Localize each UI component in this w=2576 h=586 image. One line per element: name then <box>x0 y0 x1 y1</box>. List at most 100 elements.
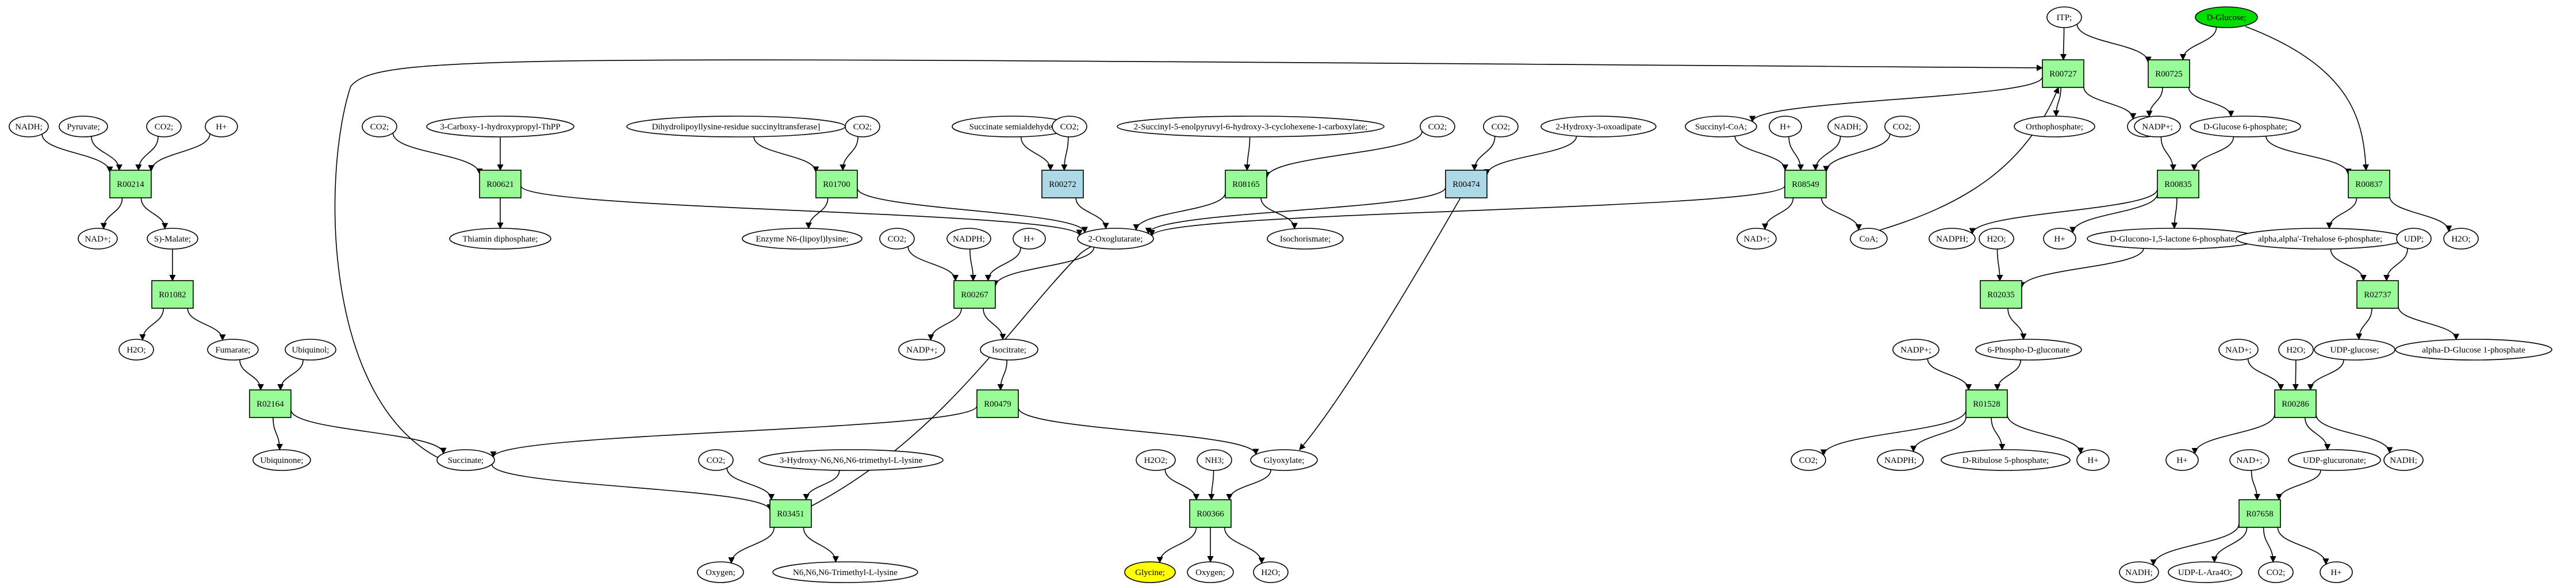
metabolite-node[interactable]: H+ <box>205 116 238 137</box>
metabolite-node[interactable]: D-Ribulose 5-phosphate; <box>1941 449 2071 471</box>
metabolite-node[interactable]: H+ <box>1013 228 1046 250</box>
metabolite-node[interactable]: ITP; <box>2046 6 2082 28</box>
metabolite-node[interactable]: UDP-L-Ara4O; <box>2168 561 2242 583</box>
reaction-node[interactable]: R00214 <box>109 170 152 198</box>
metabolite-node[interactable]: CO2; <box>1791 449 1826 471</box>
metabolite-node[interactable]: Pyruvate; <box>59 116 108 137</box>
metabolite-node[interactable]: NADPH; <box>946 228 991 250</box>
metabolite-node[interactable]: 2-Succinyl-5-enolpyruvyl-6-hydroxy-3-cyc… <box>1117 116 1385 137</box>
metabolite-node[interactable]: NADP+; <box>2134 116 2181 137</box>
metabolite-node[interactable]: UDP; <box>2396 228 2432 250</box>
reaction-node[interactable]: R00835 <box>2157 170 2199 198</box>
metabolite-node[interactable]: 6-Phospho-D-gluconate <box>1975 339 2082 361</box>
metabolite-node[interactable]: NADPH; <box>1929 228 1976 250</box>
metabolite-node[interactable]: 2-Hydroxy-3-oxoadipate <box>1540 116 1657 137</box>
reaction-node[interactable]: R00267 <box>953 280 996 309</box>
metabolite-node[interactable]: H2O; <box>2443 228 2479 250</box>
metabolite-node[interactable]: Glyoxylate; <box>1250 449 1318 471</box>
reaction-node[interactable]: R00286 <box>2274 389 2317 418</box>
metabolite-node[interactable]: NH3; <box>1197 449 1232 471</box>
metabolite-node[interactable]: alpha,alpha'-Trehalose 6-phosphate; <box>2236 228 2405 250</box>
metabolite-node[interactable]: H2O2; <box>1136 449 1176 471</box>
metabolite-node[interactable]: Succinyl-CoA; <box>1685 116 1757 137</box>
metabolite-node[interactable]: H+ <box>2320 561 2353 583</box>
metabolite-node[interactable]: CoA; <box>1850 228 1888 250</box>
metabolite-node[interactable]: alpha-D-Glucose 1-phosphate <box>2395 339 2552 361</box>
metabolite-node[interactable]: 2-Oxoglutarate; <box>1077 228 1154 250</box>
metabolite-node[interactable]: NADP+; <box>1892 339 1939 361</box>
metabolite-node[interactable]: NADP+; <box>898 339 945 361</box>
metabolite-node[interactable]: CO2; <box>1483 116 1519 137</box>
reaction-node[interactable]: R00474 <box>1445 170 1488 198</box>
metabolite-node[interactable]: NAD+; <box>2218 339 2259 361</box>
metabolite-node[interactable]: D-Glucose; <box>2195 6 2258 28</box>
metabolite-node[interactable]: CO2; <box>362 116 397 137</box>
metabolite-node[interactable]: NADPH; <box>1877 449 1924 471</box>
reaction-node[interactable]: R00837 <box>2348 170 2390 198</box>
metabolite-node[interactable]: CO2; <box>2258 561 2294 583</box>
edge-m_coa-to-r00727 <box>1880 86 2060 231</box>
metabolite-node[interactable]: H2O; <box>118 339 154 361</box>
reaction-node[interactable]: R03451 <box>769 499 812 528</box>
metabolite-node[interactable]: Oxygen; <box>697 561 744 583</box>
metabolite-node[interactable]: H2O; <box>1979 228 2014 250</box>
metabolite-node[interactable]: 3-Hydroxy-N6,N6,N6-trimethyl-L-lysine <box>758 449 944 471</box>
metabolite-node[interactable]: NAD+; <box>1736 228 1777 250</box>
reaction-node[interactable]: R02737 <box>2356 280 2399 309</box>
reaction-node[interactable]: R00727 <box>2042 59 2084 88</box>
metabolite-node[interactable]: UDP-glucose; <box>2314 339 2395 361</box>
metabolite-node[interactable]: CO2; <box>845 116 880 137</box>
metabolite-node[interactable]: Succinate; <box>436 449 495 471</box>
metabolite-node[interactable]: Ubiquinol; <box>285 339 336 361</box>
metabolite-node[interactable]: Ubiquinone; <box>252 449 311 471</box>
reaction-node[interactable]: R02035 <box>1980 280 2022 309</box>
metabolite-node[interactable]: H+ <box>1769 116 1802 137</box>
metabolite-node[interactable]: CO2; <box>146 116 182 137</box>
metabolite-node[interactable]: Isocitrate; <box>980 339 1038 361</box>
metabolite-node[interactable]: D-Glucono-1,5-lactone 6-phosphate; <box>2087 228 2260 250</box>
metabolite-node[interactable]: D-Glucose 6-phosphate; <box>2190 116 2301 137</box>
reaction-node[interactable]: R00725 <box>2148 59 2190 88</box>
metabolite-node[interactable]: NAD+; <box>2229 449 2270 471</box>
metabolite-node[interactable]: Thiamin diphosphate; <box>449 228 551 250</box>
edge-m_hydroxy_trimethyl-to-r03451 <box>803 470 840 501</box>
metabolite-node[interactable]: NADH; <box>2383 449 2424 471</box>
metabolite-node[interactable]: H+ <box>2043 228 2076 250</box>
reaction-node[interactable]: R00621 <box>479 170 522 198</box>
metabolite-node[interactable]: Orthophosphate; <box>2014 116 2095 137</box>
metabolite-node[interactable]: N6,N6,N6-Trimethyl-L-lysine <box>772 561 918 583</box>
metabolite-node[interactable]: Fumarate; <box>207 339 259 361</box>
metabolite-node[interactable]: NADH; <box>1827 116 1868 137</box>
metabolite-node[interactable]: NADH; <box>9 116 49 137</box>
metabolite-node[interactable]: CO2; <box>1052 116 1087 137</box>
metabolite-node[interactable]: Enzyme N6-(lipoyl)lysine; <box>742 228 862 250</box>
reaction-node[interactable]: R01700 <box>815 170 858 198</box>
metabolite-node[interactable]: S)-Malate; <box>147 228 198 250</box>
metabolite-node[interactable]: CO2; <box>879 228 915 250</box>
reaction-node[interactable]: R02164 <box>249 389 292 418</box>
reaction-node[interactable]: R01082 <box>151 280 194 309</box>
metabolite-node[interactable]: H2O; <box>1253 561 1289 583</box>
reaction-node[interactable]: R08549 <box>1784 170 1827 198</box>
metabolite-node[interactable]: CO2; <box>1884 116 1920 137</box>
metabolite-node[interactable]: 3-Carboxy-1-hydroxypropyl-ThPP <box>426 116 574 137</box>
metabolite-node[interactable]: H+ <box>2076 449 2110 471</box>
reaction-node[interactable]: R00479 <box>976 389 1019 418</box>
metabolite-node[interactable]: CO2; <box>698 449 734 471</box>
reaction-node[interactable]: R01528 <box>1965 389 2008 418</box>
metabolite-node[interactable]: CO2; <box>1420 116 1455 137</box>
metabolite-node[interactable]: H+ <box>2165 449 2199 471</box>
metabolite-node[interactable]: UDP-glucuronate; <box>2288 449 2381 471</box>
metabolite-node[interactable]: Dihydrolipoyllysine-residue succinyltran… <box>626 116 846 137</box>
metabolite-node[interactable]: Succinate semialdehyde; <box>952 116 1072 137</box>
reaction-node[interactable]: R08165 <box>1225 170 1267 198</box>
metabolite-node[interactable]: NAD+; <box>78 228 118 250</box>
metabolite-node[interactable]: NADH; <box>2119 561 2159 583</box>
reaction-node[interactable]: R00272 <box>1041 170 1084 198</box>
reaction-node[interactable]: R00366 <box>1189 499 1232 528</box>
metabolite-node[interactable]: Glycine; <box>1124 561 1176 583</box>
metabolite-node[interactable]: Oxygen; <box>1187 561 1234 583</box>
reaction-node[interactable]: R07658 <box>2238 499 2281 528</box>
metabolite-node[interactable]: H2O; <box>2278 339 2314 361</box>
metabolite-node[interactable]: Isochorismate; <box>1267 228 1344 250</box>
